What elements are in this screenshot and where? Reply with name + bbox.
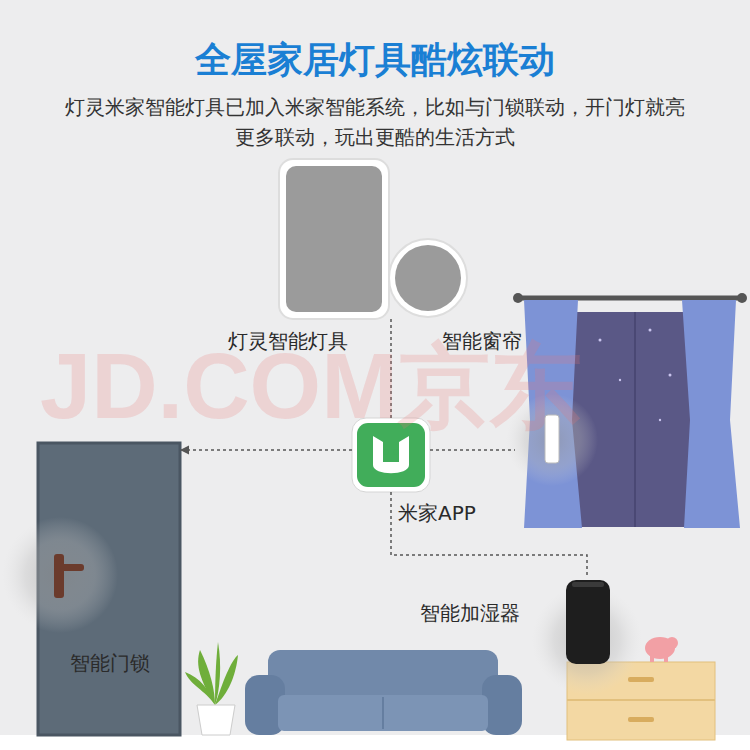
diagram-title: 全屋家居灯具酷炫联动 — [0, 36, 750, 85]
dashed-connector — [391, 492, 587, 578]
subtitle-line: 灯灵米家智能灯具已加入米家智能系统，比如与门锁联动，开门灯就亮 — [0, 94, 750, 121]
node-label: 智能窗帘 — [442, 328, 522, 355]
arrow-head — [180, 446, 189, 455]
smart-curtain-node: 智能窗帘 — [515, 290, 748, 530]
smart-lock-node: 智能门锁 — [38, 443, 180, 735]
node-label: 米家APP — [398, 500, 476, 527]
connector-line — [391, 492, 587, 578]
dashed-connector — [430, 450, 515, 451]
mijia-app-node: 米家APP — [352, 418, 430, 492]
smart-lamp-node: 灯灵智能灯具 — [283, 160, 468, 318]
subtitle-line: 更多联动，玩出更酷的生活方式 — [0, 124, 750, 151]
node-label: 智能加湿器 — [420, 600, 520, 627]
node-label: 灯灵智能灯具 — [228, 328, 348, 355]
connector-line — [180, 449, 352, 451]
smart-humidifier-node: 智能加湿器 — [562, 578, 612, 666]
dashed-connector — [180, 446, 352, 455]
connector-line — [430, 449, 515, 451]
node-label: 智能门锁 — [70, 650, 150, 677]
